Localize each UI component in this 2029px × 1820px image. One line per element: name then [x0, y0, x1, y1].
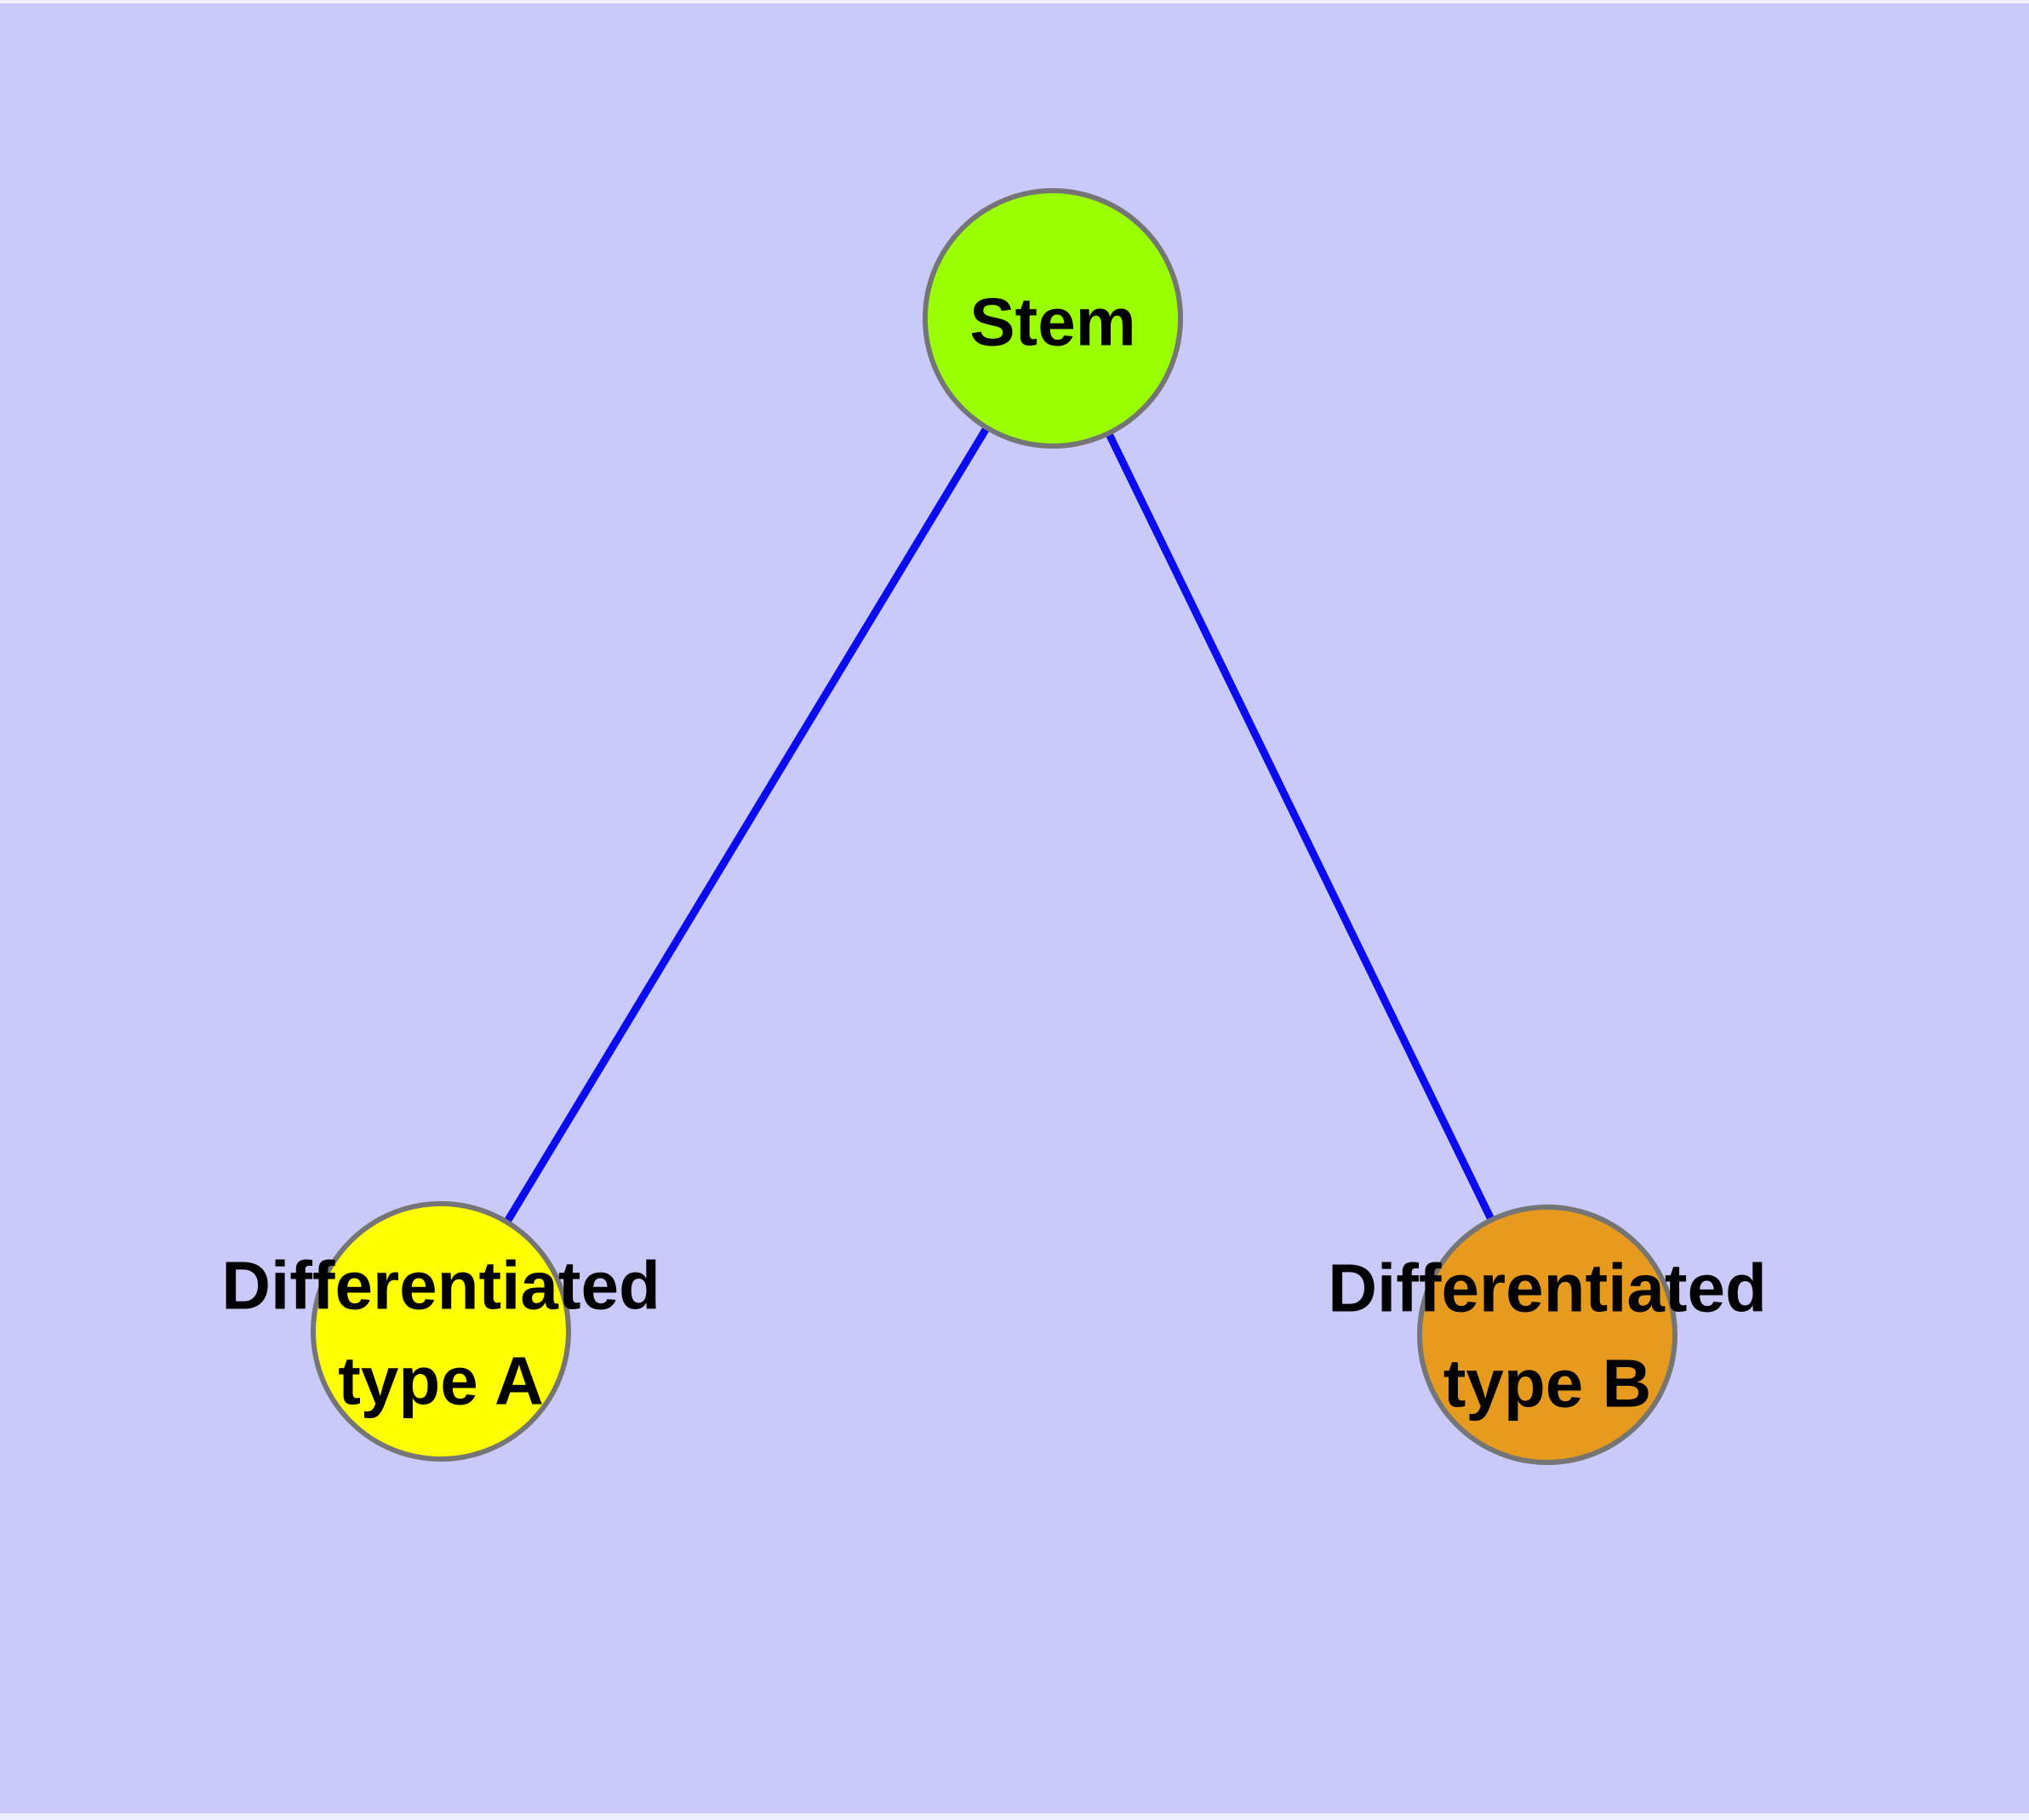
node-stem-circle — [923, 188, 1183, 449]
edge-stem-to-type-a — [437, 316, 1056, 1334]
edge-stem-to-type-b — [1049, 317, 1552, 1336]
node-type-b-circle — [1417, 1205, 1677, 1465]
label-layer: Stem Differentiated type A Differentiate… — [221, 284, 1767, 1422]
node-type-a-circle — [311, 1201, 571, 1462]
node-stem-label: Stem — [969, 284, 1136, 360]
node-type-a-label-line1: Differentiated — [221, 1248, 660, 1324]
node-layer — [311, 188, 1677, 1465]
node-type-b-label-line2: type B — [1443, 1346, 1652, 1422]
node-type-a-label-line2: type A — [338, 1343, 544, 1419]
edge-layer — [437, 316, 1552, 1336]
node-type-b-label-line1: Differentiated — [1328, 1251, 1767, 1326]
